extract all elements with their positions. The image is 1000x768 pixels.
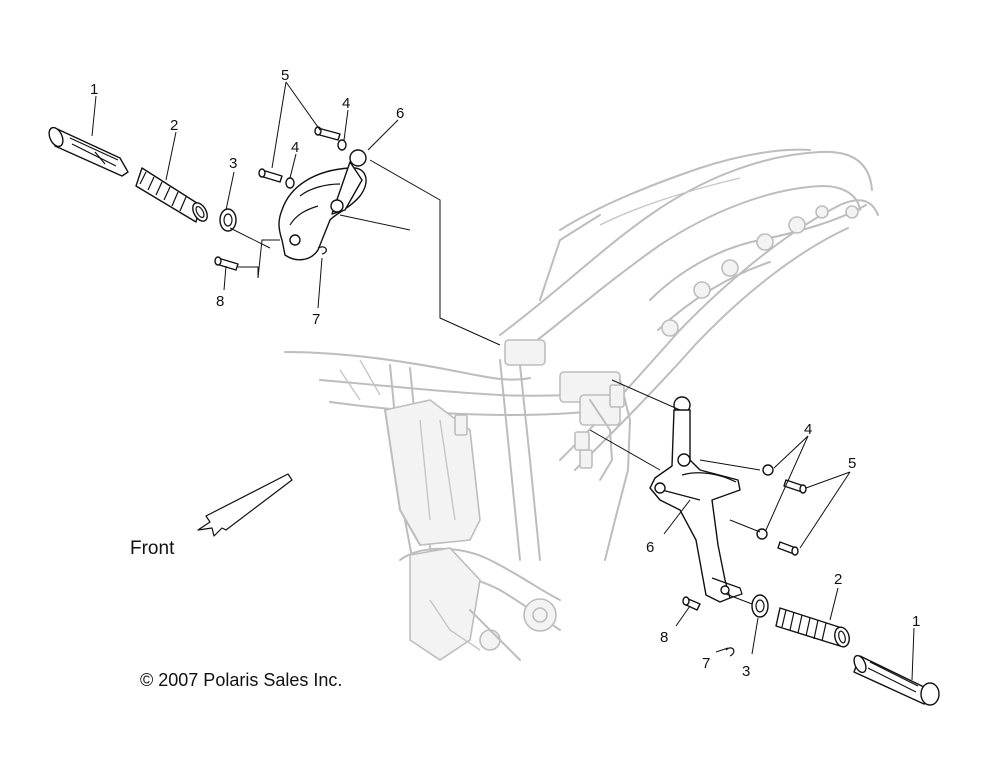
callout-2-right: 2 [834, 571, 842, 588]
copyright-notice: © 2007 Polaris Sales Inc. [140, 670, 342, 690]
callout-8-left: 8 [216, 293, 224, 310]
pin-part-left [214, 256, 239, 271]
washer-small-b-right [756, 528, 768, 540]
callout-3-left: 3 [229, 155, 237, 172]
callout-7-right: 7 [702, 655, 710, 672]
left-footpeg-assembly [48, 81, 501, 346]
callout-5-right: 5 [848, 455, 856, 472]
callout-4b-left: 4 [291, 139, 299, 156]
washer-part-left [219, 208, 237, 232]
washer-small-b-left [285, 177, 295, 189]
callout-5-left: 5 [281, 67, 289, 84]
clip-part-left [317, 246, 327, 255]
callout-4a-left: 4 [342, 95, 350, 112]
bracket-part-left [278, 149, 367, 261]
bolt-parts-left [258, 126, 341, 183]
callout-7-left: 7 [312, 311, 320, 328]
motorcycle-frame [284, 148, 879, 661]
grip-part-left [48, 126, 129, 177]
bracket-part-right [649, 396, 743, 603]
rubber-part-right [775, 607, 850, 648]
frame-mount-holes [661, 205, 859, 337]
callout-2-left: 2 [170, 117, 178, 134]
callout-1-left: 1 [90, 81, 98, 98]
callout-6-right: 6 [646, 539, 654, 556]
right-footpeg-assembly [589, 379, 940, 706]
washer-small-a-right [762, 464, 774, 476]
pin-part-right [682, 596, 701, 611]
callout-8-right: 8 [660, 629, 668, 646]
callout-6-left: 6 [396, 105, 404, 122]
front-arrow-icon [197, 473, 293, 537]
washer-small-a-left [337, 139, 347, 151]
callout-3-right: 3 [742, 663, 750, 680]
callout-1-right: 1 [912, 613, 920, 630]
washer-part-right [751, 594, 769, 618]
bolt-parts-right [777, 479, 807, 556]
callout-4-right: 4 [804, 421, 812, 438]
rubber-part-left [135, 167, 208, 223]
clip-part-right [725, 647, 735, 657]
grip-part-right [853, 654, 940, 706]
front-label: Front [130, 538, 175, 559]
